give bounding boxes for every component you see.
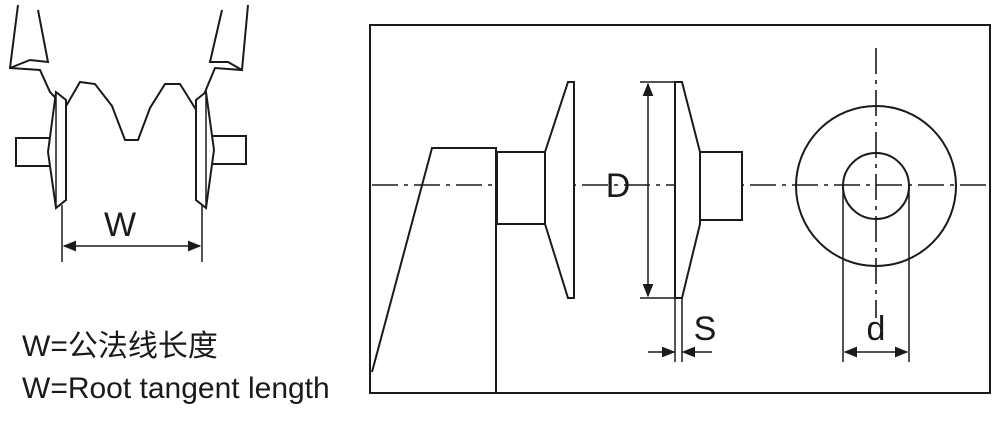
- small-d-dimension-label: d: [867, 310, 886, 348]
- gear-tooth-profile-upper-left: [9, 9, 50, 69]
- gear-tooth-profile-upper-right: [208, 9, 243, 71]
- gear-measurement-illustration: W: [8, 4, 249, 262]
- caption-english: W=Root tangent length: [22, 372, 330, 405]
- caption-chinese: W=公法线长度: [22, 330, 218, 363]
- w-dimension-label: W: [104, 206, 136, 244]
- micrometer-frame-body: [371, 147, 497, 393]
- gear-tooth-profile: [8, 4, 249, 141]
- second-spindle: [699, 151, 743, 221]
- spindle-barrel: [496, 151, 546, 225]
- s-dimension-label: S: [694, 310, 717, 348]
- right-measuring-disc: [195, 90, 216, 210]
- disc-micrometer-detail: D S d: [369, 24, 991, 394]
- second-disc-cone: [674, 81, 701, 299]
- detail-frame: [369, 24, 991, 394]
- first-disc-cone: [544, 81, 575, 299]
- d-dimension-label: D: [606, 167, 631, 205]
- left-measuring-disc: [46, 90, 67, 210]
